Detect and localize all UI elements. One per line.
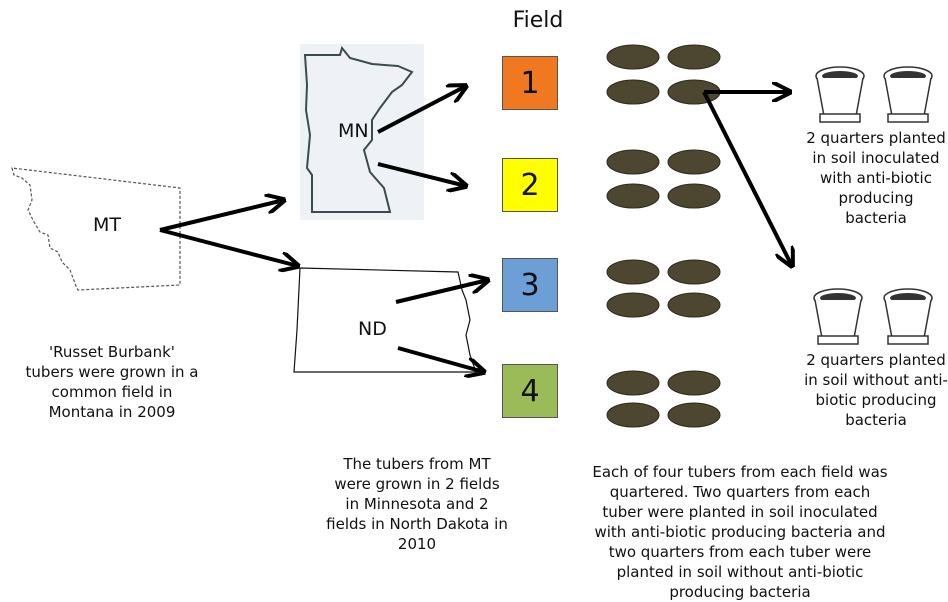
diagram-canvas (11, 44, 933, 428)
field-box-4: 4 (502, 364, 558, 418)
tuber (606, 259, 660, 285)
arrow-mt-to-nd (159, 228, 298, 266)
state-label-mt: MT (93, 214, 121, 236)
tuber (667, 370, 721, 396)
arrow-mn-to-field-1 (377, 86, 466, 134)
tuber (667, 183, 721, 209)
tuber (606, 292, 660, 318)
tubers-field-2 (606, 149, 721, 209)
field-number: 3 (520, 267, 540, 303)
pot-icon (883, 288, 933, 345)
diagram-stage: MT MN ND Field 1 2 3 4 'Russet Burbank' … (11, 8, 948, 601)
arrow-tuber-to-plain-pots (702, 91, 792, 266)
field-title: Field (512, 8, 564, 33)
tuber (606, 149, 660, 175)
field-number: 1 (520, 65, 540, 101)
state-label-mn: MN (338, 120, 369, 142)
tuber (606, 183, 660, 209)
tubers-field-1 (606, 44, 721, 105)
arrow-mt-to-mn (159, 200, 284, 232)
tuber (667, 402, 721, 428)
pot-icon (813, 288, 863, 345)
tuber (606, 79, 660, 105)
minnesota-map (303, 45, 414, 213)
field-number: 2 (520, 167, 540, 203)
tuber (667, 259, 721, 285)
caption-quartered: Each of four tubers from each field was … (592, 463, 888, 601)
pot-icon (883, 66, 933, 123)
tuber (606, 370, 660, 396)
pot-icon (815, 66, 865, 123)
minnesota-map-background (300, 44, 424, 220)
arrow-mn-to-field-2 (377, 162, 466, 186)
arrow-nd-to-field-3 (395, 280, 488, 304)
tubers-field-3 (606, 259, 721, 318)
tuber (667, 292, 721, 318)
montana-map (11, 167, 181, 291)
field-number: 4 (520, 373, 540, 409)
tubers-field-4 (606, 370, 721, 428)
caption-inoculated: 2 quarters planted in soil inoculated wi… (806, 129, 946, 227)
tuber (667, 149, 721, 175)
tuber (606, 44, 660, 70)
field-box-2: 2 (502, 158, 558, 212)
caption-without: 2 quarters planted in soil without anti-… (804, 351, 948, 429)
state-label-nd: ND (358, 318, 387, 340)
field-box-3: 3 (502, 258, 558, 312)
arrow-nd-to-field-4 (397, 346, 484, 372)
tuber (606, 402, 660, 428)
caption-mt-to-fields: The tubers from MT were grown in 2 field… (326, 455, 508, 553)
caption-montana: 'Russet Burbank' tubers were grown in a … (25, 343, 199, 421)
tuber (667, 44, 721, 70)
field-box-1: 1 (502, 56, 558, 110)
